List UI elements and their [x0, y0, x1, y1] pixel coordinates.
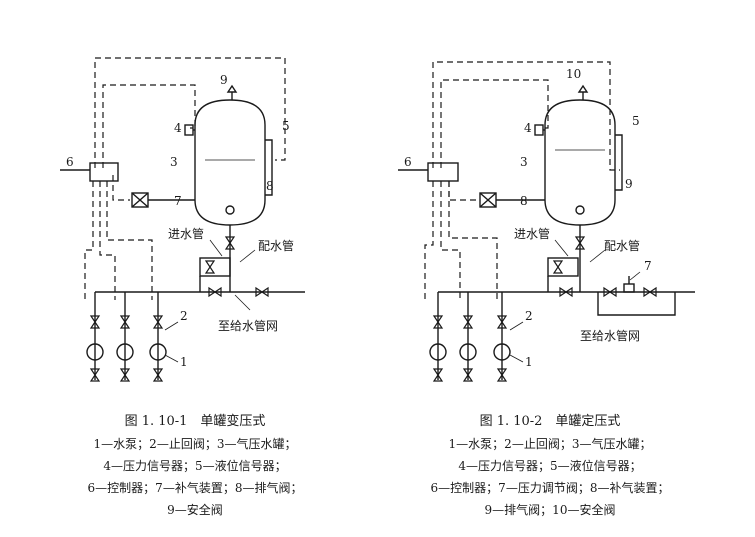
controller-box	[427, 162, 459, 182]
label-1: 1	[525, 355, 533, 369]
control-line	[102, 84, 196, 168]
legend-line: 4—压力信号器；5—液位信号器；	[458, 459, 642, 473]
label-4: 4	[174, 121, 182, 135]
label-9: 9	[220, 73, 228, 87]
safety-valve	[226, 84, 238, 93]
pump-group	[429, 292, 511, 382]
control-line	[106, 181, 153, 300]
label-6: 6	[66, 155, 74, 169]
bypass-pipe	[597, 292, 676, 316]
caption-right: 图 1. 10-2 单罐定压式 1—水泵；2—止回阀；3—气压水罐； 4—压力信…	[405, 410, 695, 518]
label-6: 6	[404, 155, 412, 169]
label-10: 10	[566, 67, 581, 81]
label-3: 3	[520, 155, 528, 169]
network-label: 至给水管网	[218, 318, 278, 333]
legend-line: 1—水泵；2—止回阀；3—气压水罐；	[93, 437, 297, 451]
control-line	[448, 181, 498, 300]
control-line	[432, 61, 620, 171]
pressure-switch	[184, 124, 194, 136]
legend-line: 6—控制器；7—压力调节阀；8—补气装置；	[430, 481, 670, 495]
figure-left: 6 7 3 4 5 8 9 2 1 进水管 配水管 至给水管网	[60, 57, 305, 382]
control-line	[112, 175, 130, 201]
pump	[459, 343, 477, 361]
control-line	[440, 79, 549, 168]
label-2: 2	[525, 309, 533, 323]
label-3: 3	[170, 155, 178, 169]
label-4: 4	[524, 121, 532, 135]
inlet-label: 进水管	[514, 226, 550, 241]
figure-right: 6 8 3 4 5 9 10 7 2 1 进水管 配水管 至给水管网	[398, 61, 695, 382]
label-5: 5	[282, 119, 290, 133]
label-9: 9	[625, 177, 633, 191]
float-ball	[225, 205, 235, 215]
pump	[493, 343, 511, 361]
outlet-label: 配水管	[258, 238, 294, 253]
caption-title: 图 1. 10-1 单罐变压式	[124, 414, 266, 429]
control-line	[99, 181, 116, 300]
label-2: 2	[180, 309, 188, 323]
pump-group	[86, 292, 167, 382]
level-signal	[265, 139, 273, 196]
legend-line: 6—控制器；7—补气装置；8—排气阀；	[87, 481, 303, 495]
caption-left: 图 1. 10-1 单罐变压式 1—水泵；2—止回阀；3—气压水罐； 4—压力信…	[60, 410, 330, 518]
legend-line: 4—压力信号器；5—液位信号器；	[103, 459, 287, 473]
bypass-group	[199, 257, 231, 277]
caption-title: 图 1. 10-2 单罐定压式	[479, 414, 621, 429]
control-line	[440, 181, 461, 300]
float-ball	[575, 205, 585, 215]
label-1: 1	[180, 355, 188, 369]
legend-line: 1—水泵；2—止回阀；3—气压水罐；	[448, 437, 652, 451]
control-line	[94, 57, 286, 168]
label-8: 8	[520, 194, 528, 208]
safety-valve	[577, 84, 589, 93]
pump	[86, 343, 104, 361]
inlet-label: 进水管	[168, 226, 204, 241]
label-5: 5	[632, 114, 640, 128]
control-line	[448, 181, 478, 201]
outlet-label: 配水管	[604, 238, 640, 253]
pump	[149, 343, 167, 361]
legend-line: 9—排气阀；10—安全阀	[484, 503, 616, 517]
label-7: 7	[174, 194, 182, 208]
label-8: 8	[266, 179, 274, 193]
control-line	[84, 181, 94, 300]
label-7: 7	[644, 259, 652, 273]
controller-box	[89, 162, 119, 182]
control-line	[424, 181, 434, 300]
pump	[116, 343, 134, 361]
pressure-switch	[534, 124, 544, 136]
legend-line: 9—安全阀	[167, 503, 223, 517]
network-label: 至给水管网	[580, 328, 640, 343]
pressure-tank	[194, 99, 266, 226]
level-signal	[615, 134, 623, 191]
pump	[429, 343, 447, 361]
pressure-tank	[544, 99, 616, 226]
pressure-regulating-valve	[623, 283, 635, 293]
bypass-group	[547, 257, 579, 277]
